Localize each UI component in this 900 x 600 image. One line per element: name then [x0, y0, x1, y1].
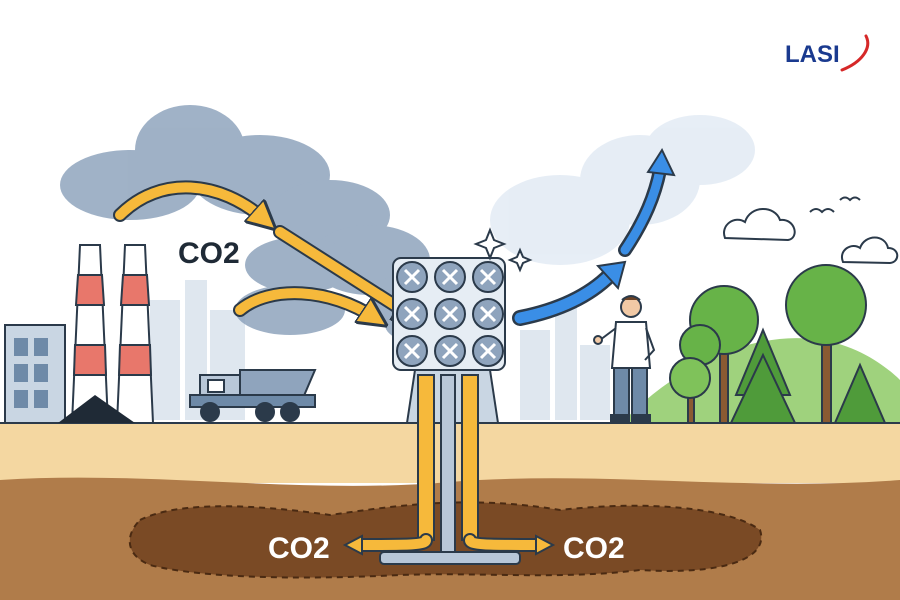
dump-truck-icon: [189, 369, 317, 422]
co2-left-label: CO2: [268, 532, 330, 565]
chimney-icon: [70, 244, 155, 424]
clean-air-haze: [490, 115, 755, 265]
pipe-icon: [342, 374, 556, 565]
co2-air-label: CO2: [178, 237, 240, 270]
city-skyline: [150, 280, 610, 420]
cloud-icon: [723, 208, 899, 265]
sparkle-icon: [473, 227, 533, 273]
lasi-logo: LASI: [785, 34, 870, 72]
clean-air-arrows: [512, 147, 676, 326]
bird-icon: [809, 196, 861, 214]
factory-icon: [4, 324, 66, 424]
logo-text: LASI: [785, 41, 840, 68]
coal-pile-icon: [58, 395, 135, 423]
person-icon: [593, 295, 656, 422]
tree-icon: [669, 264, 887, 424]
co2-flow-arrows: [113, 180, 410, 318]
co2-right-label: CO2: [563, 532, 625, 565]
